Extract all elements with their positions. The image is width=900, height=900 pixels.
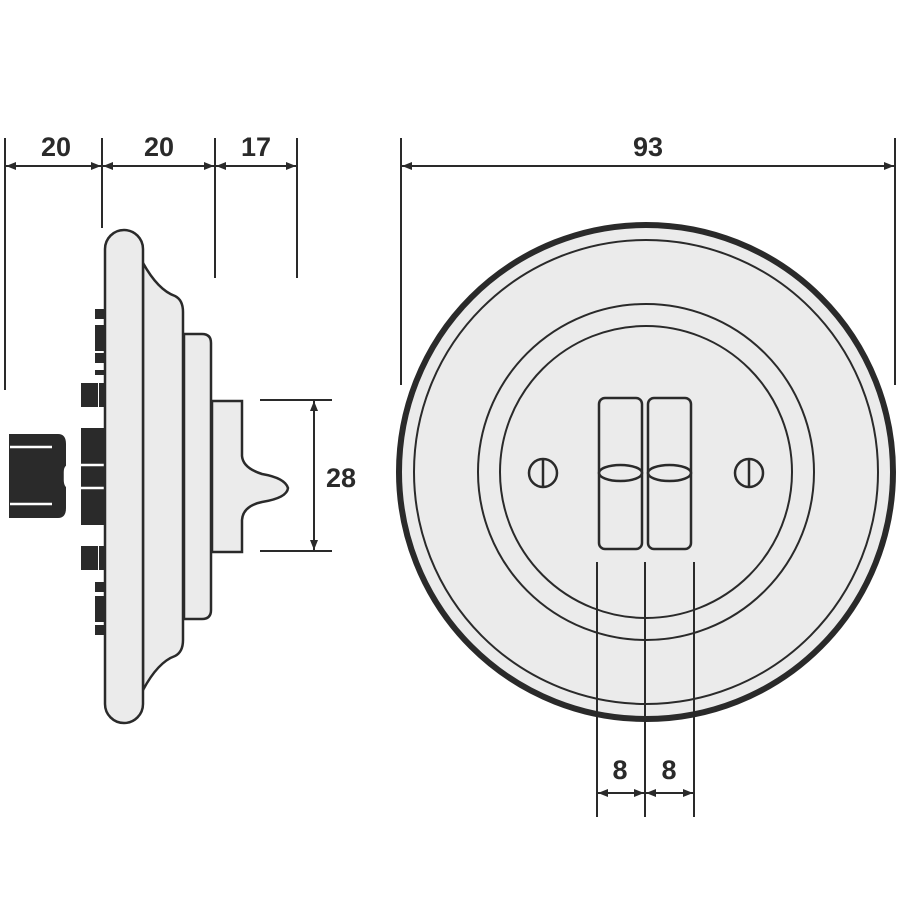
dimension-label-back: 20 bbox=[41, 132, 71, 162]
dimension-label-plate: 20 bbox=[144, 132, 174, 162]
dimension-label-rocker-right: 8 bbox=[661, 755, 676, 785]
dimension-label-rocker-height: 28 bbox=[326, 463, 356, 493]
screw-left-icon bbox=[527, 457, 559, 489]
rocker-left bbox=[597, 396, 644, 551]
front-view: 8 8 bbox=[396, 222, 896, 817]
dimension-label-rocker-left: 8 bbox=[612, 755, 627, 785]
side-view-dimensions: 20 20 17 28 bbox=[4, 132, 356, 552]
dimension-label-diameter: 93 bbox=[633, 132, 663, 162]
side-view bbox=[9, 228, 290, 725]
front-view-dimensions: 93 bbox=[400, 132, 896, 385]
rocker-profile bbox=[210, 399, 290, 554]
rocker-base-profile bbox=[182, 332, 213, 621]
dimension-label-rocker: 17 bbox=[241, 132, 271, 162]
screw-right-icon bbox=[733, 457, 765, 489]
rocker-right bbox=[646, 396, 693, 551]
cover-profile bbox=[141, 258, 185, 691]
mechanism-terminals bbox=[9, 309, 106, 635]
base-plate-profile bbox=[103, 228, 145, 725]
